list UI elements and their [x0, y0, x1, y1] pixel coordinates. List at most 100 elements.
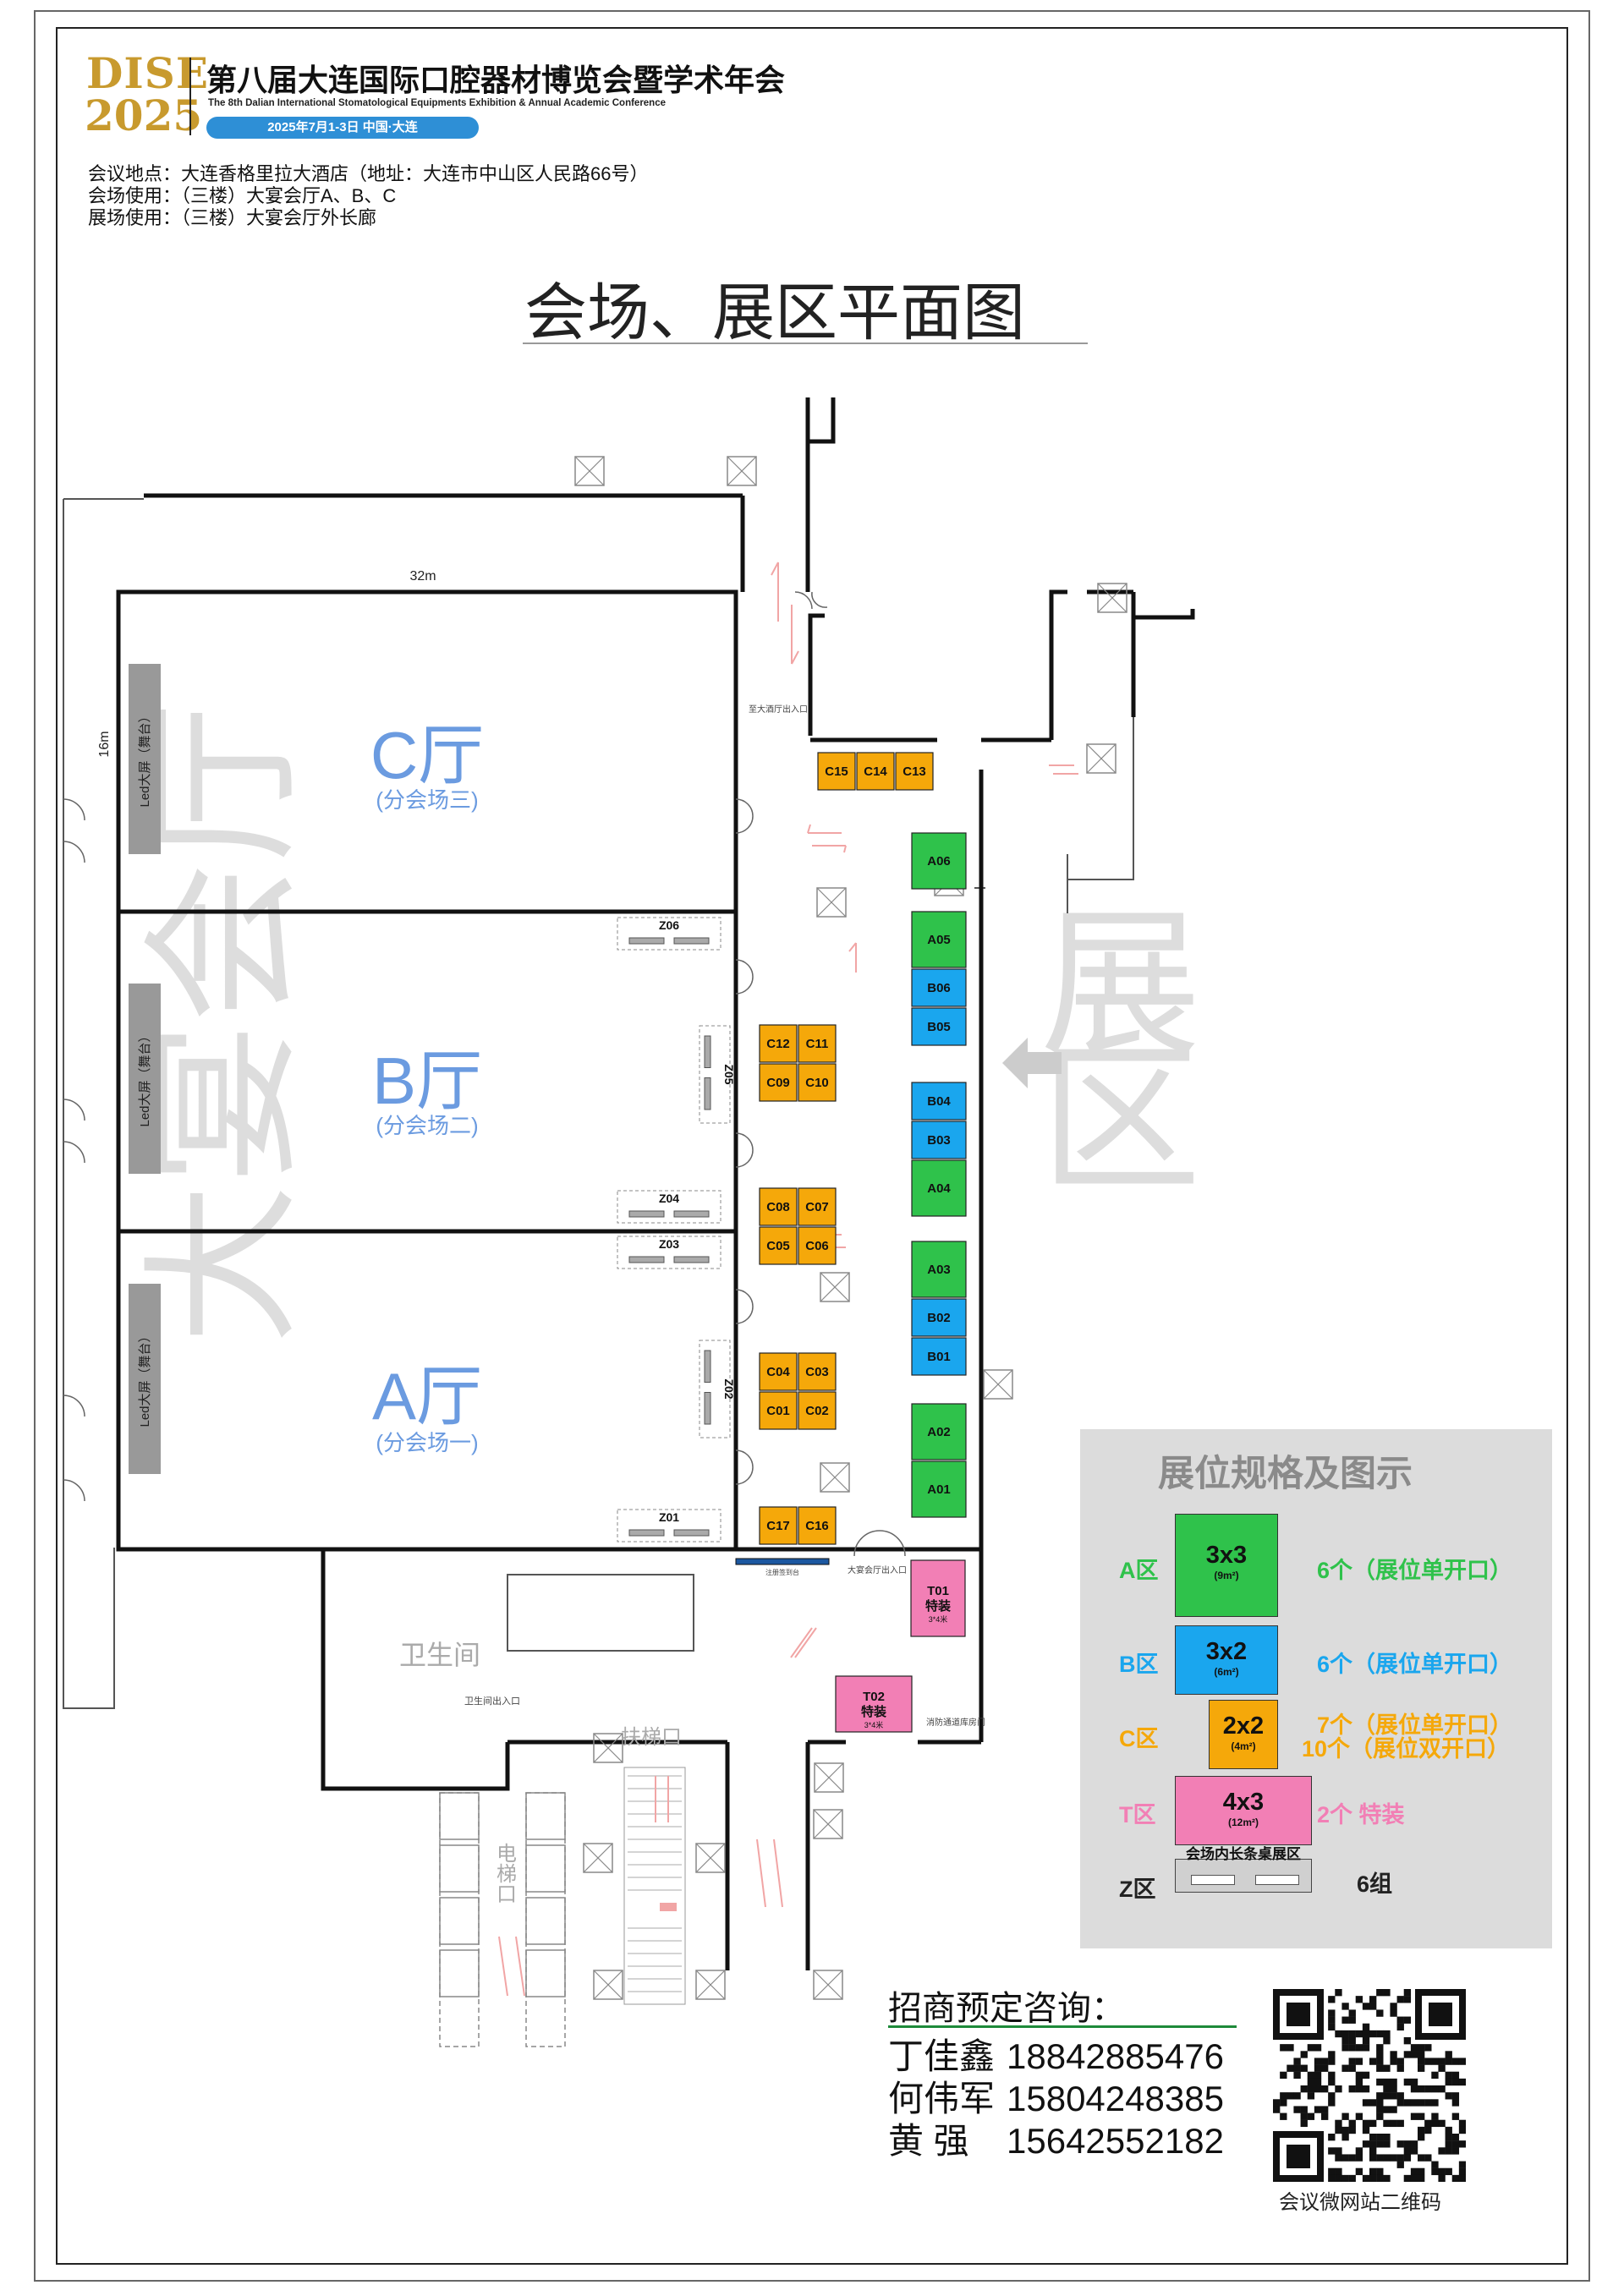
svg-text:C13: C13	[903, 764, 926, 779]
legend-box-z-title: 会场内长条桌展区	[1186, 1846, 1301, 1862]
svg-text:C02: C02	[805, 1404, 829, 1418]
outer-frame	[34, 10, 1590, 2282]
svg-text:T01: T01	[927, 1584, 949, 1598]
booth-Z04[interactable]: Z04	[617, 1190, 721, 1224]
contact-name: 丁佳鑫	[888, 2036, 996, 2076]
booth-B01[interactable]: B01	[911, 1337, 967, 1376]
svg-text:Z04: Z04	[659, 1192, 679, 1205]
svg-text:Z03: Z03	[659, 1237, 679, 1251]
booth-Z06[interactable]: Z06	[617, 917, 721, 951]
booth-A02[interactable]: A02	[911, 1403, 967, 1460]
svg-text:C01: C01	[766, 1404, 790, 1418]
fire-passage-label: 消防通道库房门	[926, 1717, 985, 1728]
booth-C02[interactable]: C02	[798, 1391, 837, 1430]
restroom-label: 卫生间	[399, 1640, 480, 1670]
svg-text:C09: C09	[766, 1076, 790, 1090]
contact-underline	[888, 2025, 1237, 2028]
booth-Z01[interactable]: Z01	[617, 1509, 721, 1543]
restroom-entrance-label: 卫生间出入口	[464, 1695, 520, 1707]
booth-C12[interactable]: C12	[759, 1024, 798, 1063]
hall-b-sub: (分会场二)	[376, 1113, 478, 1138]
legend-box-z	[1175, 1859, 1312, 1893]
svg-text:3*4米: 3*4米	[929, 1614, 948, 1624]
legend-box-b: 3x2(6m²)	[1175, 1625, 1278, 1695]
booth-B03[interactable]: B03	[911, 1121, 967, 1159]
contact-phone[interactable]: 15642552182	[1007, 2121, 1224, 2161]
hall-a-name: A厅	[372, 1359, 482, 1433]
svg-text:A01: A01	[927, 1482, 951, 1497]
booth-C05[interactable]: C05	[759, 1226, 798, 1265]
escalator	[623, 1767, 686, 2005]
stage-label-c: Led大屏（舞台）	[138, 710, 152, 807]
booth-B04[interactable]: B04	[911, 1082, 967, 1121]
booth-Z02[interactable]: Z02	[699, 1340, 736, 1438]
svg-text:A03: A03	[927, 1263, 951, 1277]
booth-C07[interactable]: C07	[798, 1187, 837, 1226]
svg-text:A06: A06	[927, 854, 951, 869]
booth-B05[interactable]: B05	[911, 1007, 967, 1046]
svg-text:C07: C07	[805, 1200, 829, 1214]
booth-B06[interactable]: B06	[911, 968, 967, 1007]
qr-code-icon[interactable]	[1273, 1989, 1466, 2182]
booth-Z05[interactable]: Z05	[699, 1025, 736, 1124]
exhibit-arrow-icon	[1002, 1038, 1028, 1088]
legend-panel: 展位规格及图示 A区 3x3(9m²) 6个（展位单开口） B区 3x2(6m²…	[1080, 1429, 1552, 1948]
booth-C10[interactable]: C10	[798, 1063, 837, 1102]
escalator-label: 扶梯口	[621, 1726, 682, 1749]
booth-Z03[interactable]: Z03	[617, 1236, 721, 1269]
dimension-height: 16m	[97, 731, 112, 757]
booth-A06[interactable]: A06	[911, 832, 967, 890]
booth-A01[interactable]: A01	[911, 1460, 967, 1518]
plan-title: 会场、展区平面图	[524, 277, 1025, 349]
booth-C14[interactable]: C14	[856, 752, 895, 791]
svg-text:C14: C14	[864, 764, 887, 779]
legend-title: 展位规格及图示	[1158, 1454, 1413, 1494]
svg-text:C11: C11	[806, 1037, 829, 1051]
elevators	[439, 1792, 566, 2047]
hall-c-sub: (分会场三)	[376, 787, 478, 813]
booth-C11[interactable]: C11	[798, 1024, 837, 1063]
booth-C08[interactable]: C08	[759, 1187, 798, 1226]
booth-C15[interactable]: C15	[817, 752, 856, 791]
stages	[129, 664, 161, 1474]
booth-C03[interactable]: C03	[798, 1352, 837, 1391]
svg-text:Z02: Z02	[722, 1378, 736, 1399]
hall-a-sub: (分会场一)	[376, 1430, 478, 1455]
registration-desk	[735, 1558, 830, 1565]
table-shape-2	[1255, 1875, 1299, 1885]
booth-A04[interactable]: A04	[911, 1159, 967, 1217]
legend-zone-t: T区	[1119, 1802, 1156, 1827]
elevator-label: 电梯口	[493, 1843, 517, 1904]
booth-B02[interactable]: B02	[911, 1298, 967, 1337]
booth-C06[interactable]: C06	[798, 1226, 837, 1265]
svg-text:B06: B06	[927, 981, 951, 995]
booth-C04[interactable]: C04	[759, 1352, 798, 1391]
svg-text:C08: C08	[766, 1200, 790, 1214]
legend-box-a: 3x3(9m²)	[1175, 1514, 1278, 1617]
booth-A03[interactable]: A03	[911, 1241, 967, 1298]
booth-C09[interactable]: C09	[759, 1063, 798, 1102]
svg-text:C17: C17	[766, 1519, 790, 1533]
booth-C17[interactable]: C17	[759, 1506, 798, 1545]
svg-text:Z01: Z01	[659, 1510, 679, 1524]
legend-desc-c2: 10个（展位双开口）	[1302, 1736, 1511, 1762]
svg-text:Z06: Z06	[659, 918, 679, 932]
svg-text:A02: A02	[927, 1425, 951, 1439]
booth-C13[interactable]: C13	[895, 752, 934, 791]
registration-desk-label: 注册签到台	[765, 1568, 799, 1576]
booth-A05[interactable]: A05	[911, 911, 967, 968]
contact-phone[interactable]: 18842885476	[1007, 2036, 1224, 2076]
contact-row: 丁佳鑫 18842885476	[888, 2028, 1224, 2080]
legend-desc-a: 6个（展位单开口）	[1317, 1558, 1513, 1583]
booth-C01[interactable]: C01	[759, 1391, 798, 1430]
event-title: 第八届大连国际口腔器材博览会暨学术年会	[206, 63, 786, 97]
lobby-entrance-label: 至大酒厅出入口	[749, 704, 808, 715]
svg-text:B01: B01	[927, 1350, 951, 1364]
contact-phone[interactable]: 15804248385	[1007, 2079, 1224, 2118]
booth-C16[interactable]: C16	[798, 1506, 837, 1545]
legend-desc-b: 6个（展位单开口）	[1317, 1652, 1513, 1677]
